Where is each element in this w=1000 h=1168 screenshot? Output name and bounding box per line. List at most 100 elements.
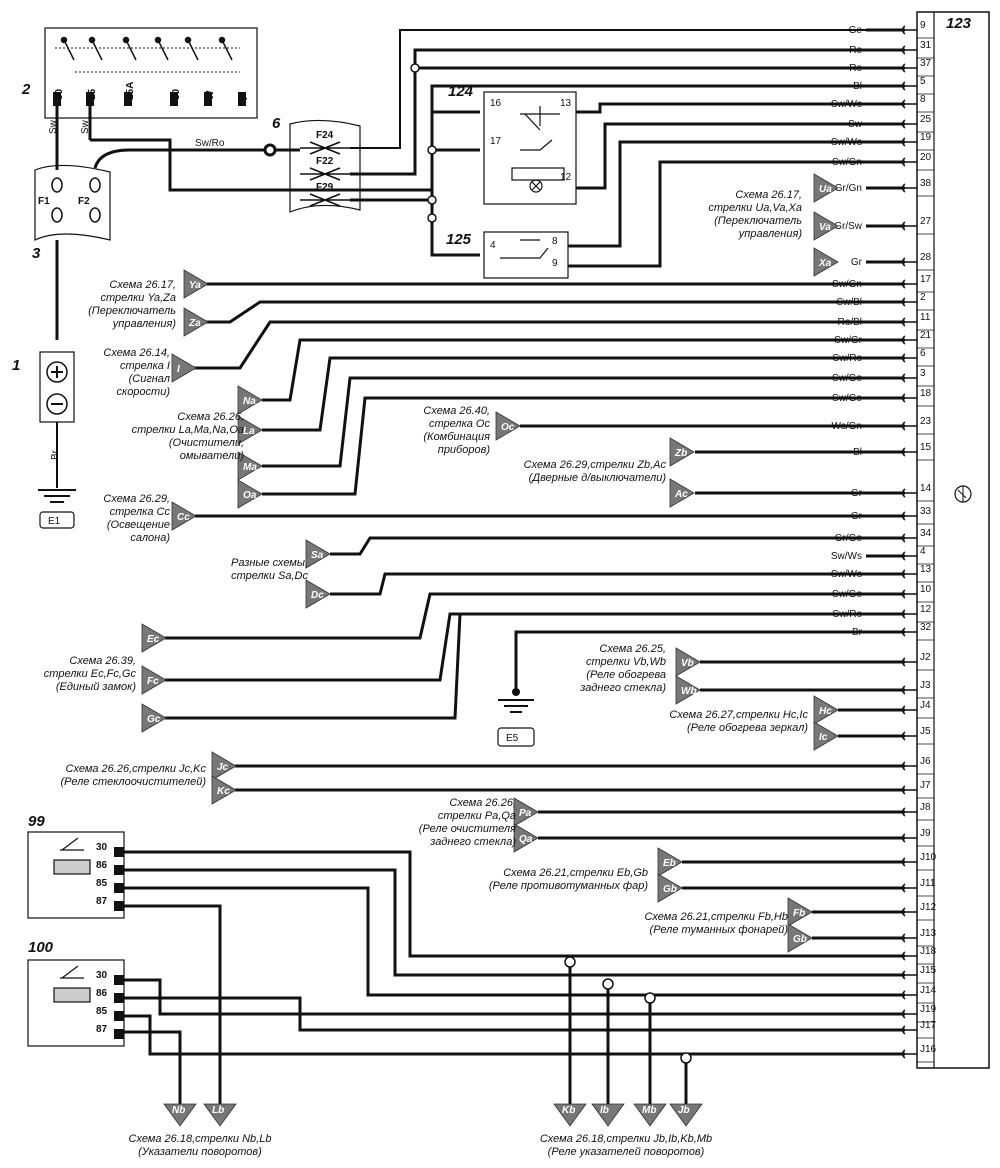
wire-label-sw-2: Sw xyxy=(80,119,91,134)
fuse-f2-label: F2 xyxy=(78,196,90,207)
ground-e1: E1 xyxy=(38,489,76,529)
connector-pin-label: 6 xyxy=(920,348,926,359)
connector-pin-label: J12 xyxy=(920,902,937,913)
connector-pin-label: 20 xyxy=(920,152,932,163)
connector-row: J5 xyxy=(901,726,934,745)
note-line: Схема 26.17, xyxy=(735,189,802,201)
note-line: (Реле туманных фонарей) xyxy=(650,924,789,936)
arrow-marker-label: Pa xyxy=(519,808,532,819)
arrow-marker: Na xyxy=(237,385,263,415)
fuse-f22-label: F22 xyxy=(316,156,334,167)
component-123: 12 3 xyxy=(916,11,990,1069)
connector-row: J6 xyxy=(901,756,934,775)
connector-pin-label: J3 xyxy=(920,680,931,691)
arrow-marker-label: Lb xyxy=(212,1105,224,1116)
arrow-marker-label: Xa xyxy=(818,258,832,269)
note-line: стрелки La,Ma,Na,Oa xyxy=(132,424,244,436)
connector-row: J9 xyxy=(901,828,934,847)
wire-color-label: Gr xyxy=(851,257,863,268)
schema-reference-note: Схема 26.29,стрелки Zb,Ac(Дверные д/выкл… xyxy=(524,459,667,484)
wire-color-label: Sw/Ws xyxy=(831,551,862,562)
arrow-marker-label: Hc xyxy=(819,706,832,717)
note-line: приборов) xyxy=(438,444,491,456)
arrow-marker-label: Jc xyxy=(217,762,229,773)
component-123-label: 123 xyxy=(946,15,972,32)
arrow-marker-label: Nb xyxy=(172,1105,185,1116)
relay-124: 16 13 17 12 xyxy=(483,91,577,205)
arrow-marker-label: Zb xyxy=(674,448,687,459)
note-line: (Комбинация xyxy=(423,431,490,443)
connector-pin-label: 3 xyxy=(920,368,926,379)
arrow-marker: Sa xyxy=(305,539,331,569)
connector-pin-label: J17 xyxy=(920,1020,937,1031)
arrow-marker: Eb xyxy=(657,847,683,877)
ignition-pin-label: 30 xyxy=(54,88,65,100)
arrow-marker: Gb xyxy=(657,873,683,903)
arrow-marker-label: Za xyxy=(188,318,201,329)
note-line: (Реле обогрева xyxy=(586,669,666,681)
component-3-label: 3 xyxy=(32,245,41,262)
note-line: управления) xyxy=(738,228,803,240)
connector-pin-label: J5 xyxy=(920,726,931,737)
connector-pin-label: 28 xyxy=(920,252,932,263)
note-line: стрелка Cc xyxy=(110,506,171,518)
note-line: Схема 26.14, xyxy=(103,347,170,359)
schema-reference-note: Схема 26.26,стрелки Jc,Kc(Реле стеклоочи… xyxy=(60,763,206,788)
connector-pin-label: 12 xyxy=(920,604,932,615)
connector-row: 28 Gr xyxy=(851,252,934,271)
connector-pin-label: 27 xyxy=(920,216,932,227)
connector-pin-label: 37 xyxy=(920,58,932,69)
arrow-marker: Ec xyxy=(141,623,167,653)
connector-pin-label: 32 xyxy=(920,622,932,633)
wire-label-sw-1: Sw xyxy=(48,119,59,134)
ignition-pin-label: P xyxy=(239,93,250,100)
component-2-label: 2 xyxy=(21,81,31,98)
arrow-marker: Lb xyxy=(203,1103,237,1127)
relay-pin-label: 30 xyxy=(96,970,108,981)
arrow-marker-label: Jb xyxy=(678,1105,690,1116)
relay-pin-label: 85 xyxy=(96,878,108,889)
arrow-marker: Va xyxy=(813,211,839,241)
arrow-marker-label: Kb xyxy=(562,1105,575,1116)
arrow-marker-label: Mb xyxy=(642,1105,656,1116)
arrow-marker-label: Eb xyxy=(663,858,676,869)
arrow-marker: Dc xyxy=(305,579,331,609)
note-line: скорости) xyxy=(117,386,171,398)
arrow-marker: Kb xyxy=(553,1103,587,1127)
relay-125: 4 8 9 xyxy=(483,231,569,279)
connector-row: J13 xyxy=(901,928,937,947)
connector-pin-label: 25 xyxy=(920,114,932,125)
ground-e1-label: E1 xyxy=(48,516,61,527)
arrow-marker-label: Cc xyxy=(177,512,190,523)
ground-symbol-123 xyxy=(954,485,972,503)
note-line: (Реле стеклоочистителей) xyxy=(60,776,206,788)
note-line: Схема 26.26, xyxy=(449,797,516,809)
relay125-pin8: 8 xyxy=(552,236,558,247)
connector-row: 4Sw/Ws xyxy=(831,546,934,565)
arrow-marker-label: Wb xyxy=(681,686,697,697)
connector-rows: 9Ge31Ro37Ro5Bl8Sw/Ws25Sw19Sw/Ws20Sw/Gn38… xyxy=(831,20,937,1063)
relay-pin-label: 85 xyxy=(96,1006,108,1017)
connector-row: J15 xyxy=(901,965,937,984)
connector-pin-label: J19 xyxy=(920,1004,937,1015)
connector-row: J3 xyxy=(901,680,934,699)
note-line: Схема 26.26,стрелки Jc,Kc xyxy=(66,763,207,775)
relay124-pin17: 17 xyxy=(490,136,502,147)
arrow-marker-label: I xyxy=(177,364,180,375)
arrow-marker-label: Sa xyxy=(311,550,324,561)
connector-pin-label: 15 xyxy=(920,442,932,453)
connector-pin-label: 11 xyxy=(920,312,931,323)
note-line: стрелка I xyxy=(120,360,170,372)
relay-pin-label: 30 xyxy=(96,842,108,853)
connector-pin-label: 13 xyxy=(920,564,932,575)
connector-row: J8 xyxy=(901,802,934,821)
note-line: (Реле противотуманных фар) xyxy=(489,880,648,892)
component-125-label: 125 xyxy=(446,231,472,248)
arrow-marker: Gc xyxy=(141,703,167,733)
arrow-marker: La xyxy=(237,415,263,445)
connector-pin-label: 38 xyxy=(920,178,932,189)
note-line: Схема 26.29, xyxy=(103,493,170,505)
